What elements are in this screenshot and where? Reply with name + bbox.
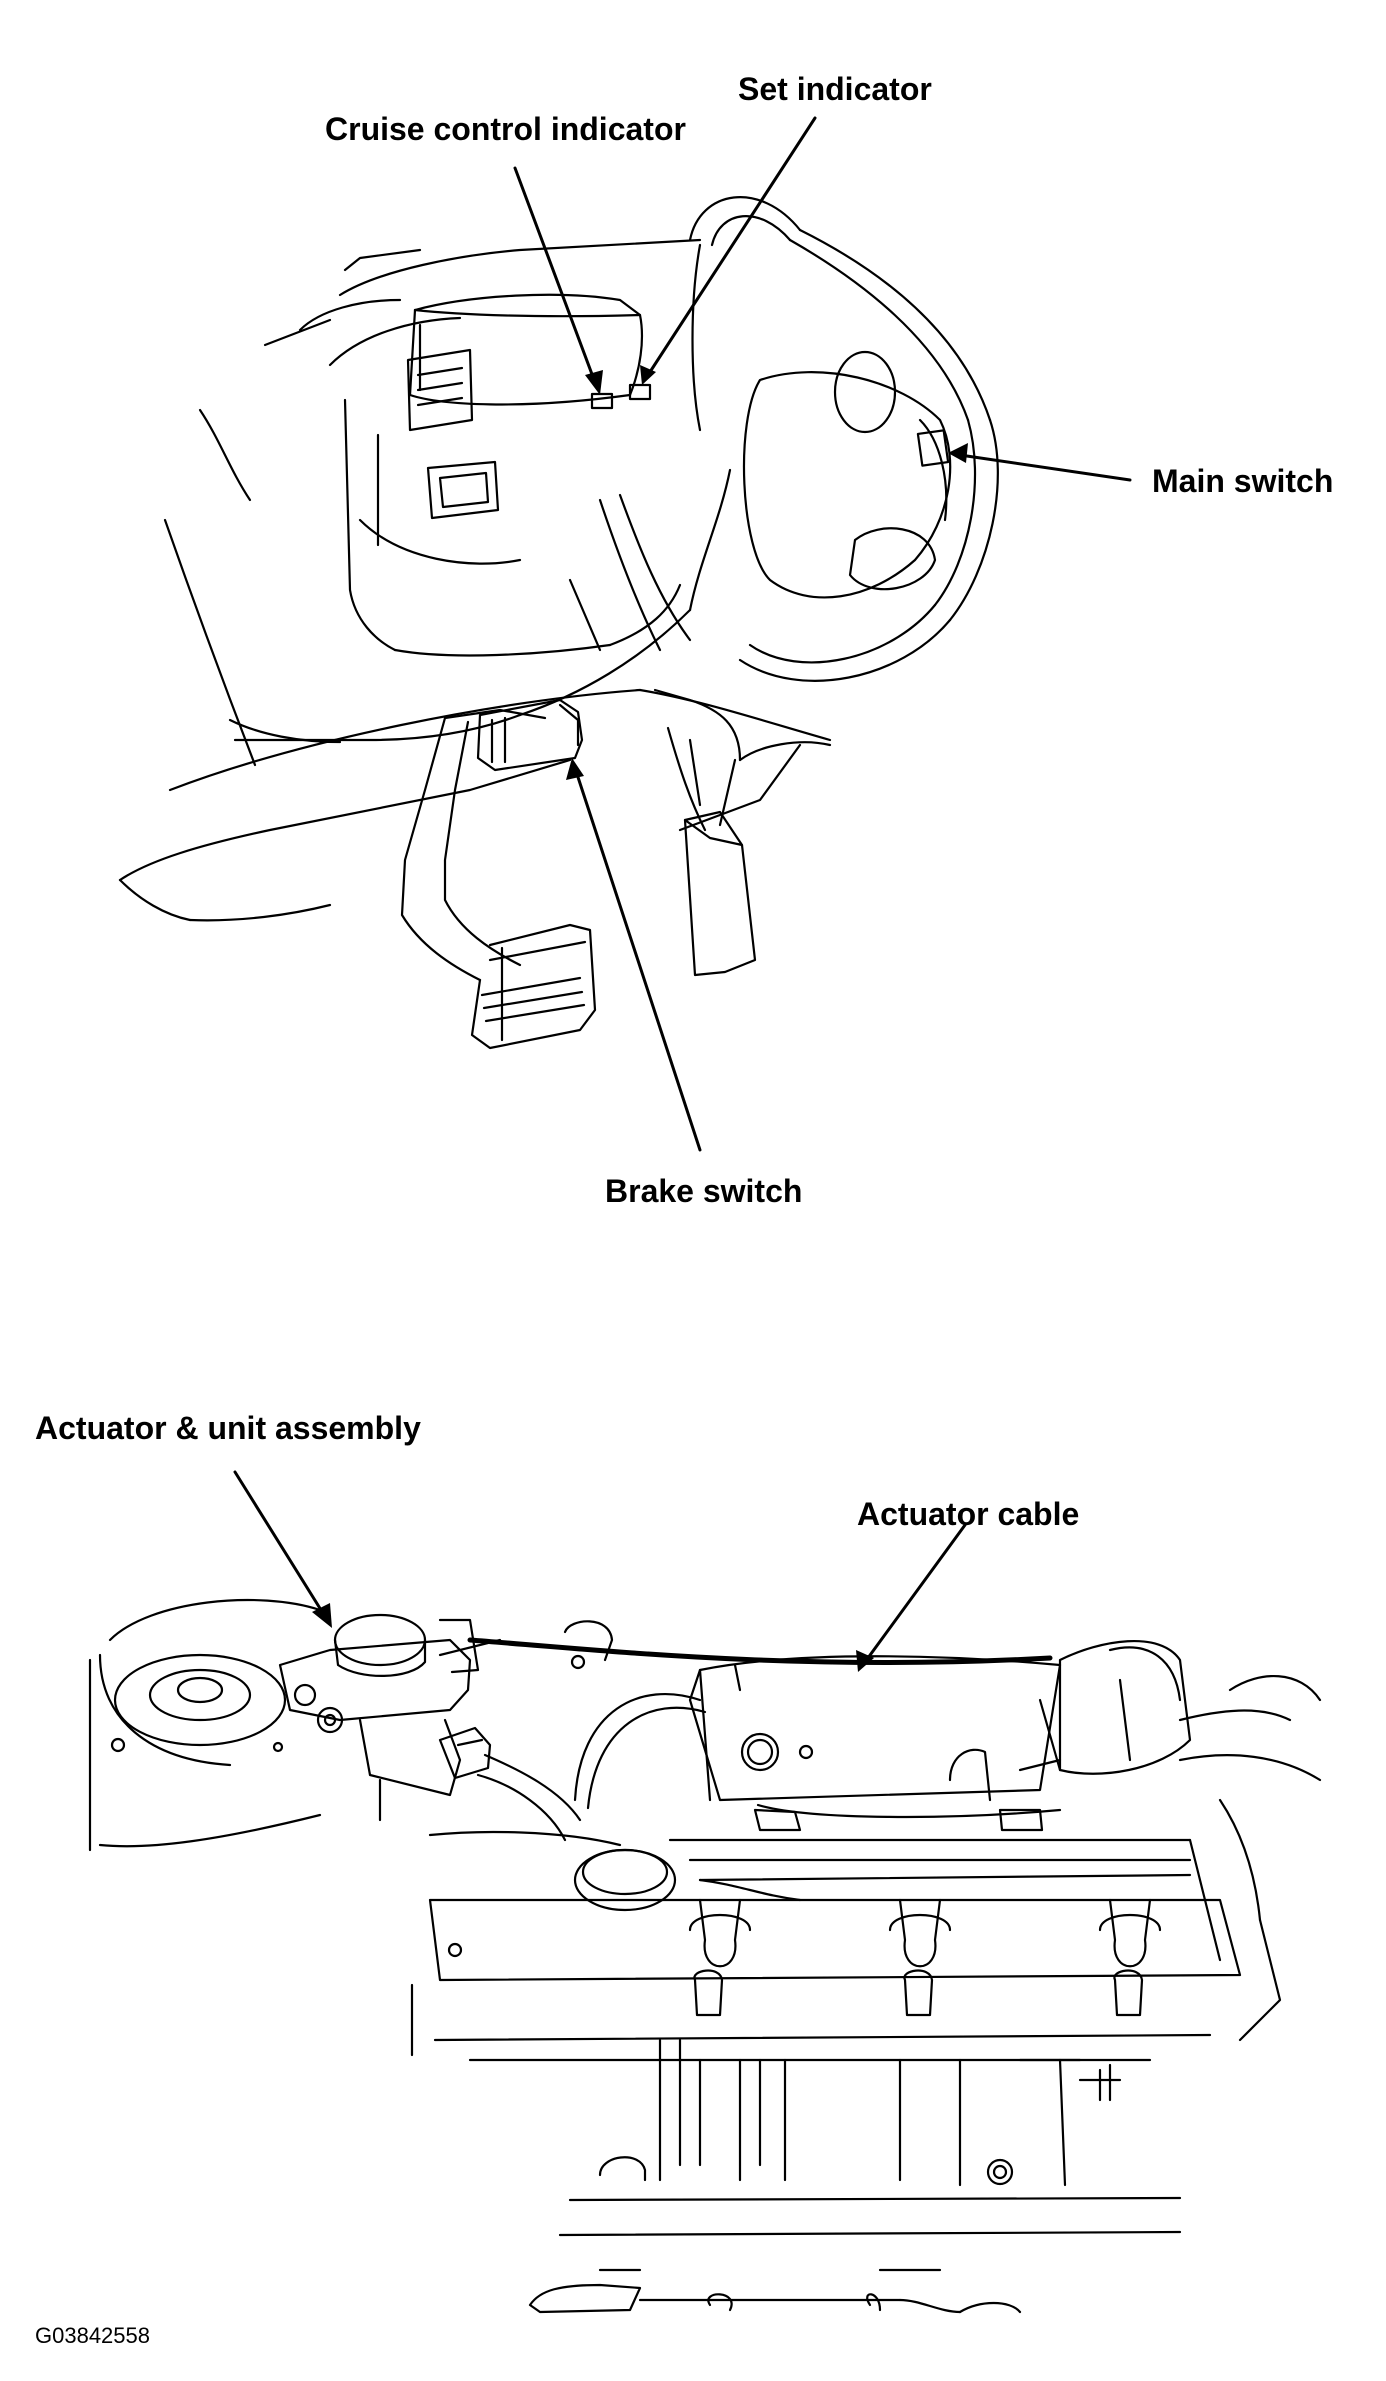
label-set-indicator: Set indicator (738, 71, 932, 107)
leader-set-indicator (646, 116, 817, 377)
arrowhead-actuator-unit-assembly (312, 1603, 332, 1628)
leader-actuator-unit-assembly (233, 1470, 328, 1620)
label-actuator-cable: Actuator cable (857, 1496, 1080, 1532)
leader-lines-bottom (233, 1470, 967, 1664)
steering-wheel (688, 196, 999, 682)
label-actuator-unit-assembly: Actuator & unit assembly (35, 1410, 421, 1446)
leader-lines-top (513, 116, 1132, 1152)
brake-pedal-assembly (400, 708, 597, 1050)
leader-brake-switch (573, 766, 702, 1152)
air-vent (406, 348, 474, 432)
arrowheads-top (566, 365, 968, 780)
engine-block-lower (528, 2038, 1182, 2314)
set-indicator-lamp (628, 383, 652, 401)
arrowhead-cruise-control-indicator (585, 370, 603, 395)
arrowhead-actuator-cable (856, 1650, 874, 1672)
arrowhead-main-switch (948, 443, 968, 463)
strut-tower (88, 1598, 322, 1852)
label-brake-switch: Brake switch (605, 1173, 803, 1209)
dashboard-outline (118, 238, 832, 922)
engine-body (428, 1798, 1282, 2042)
figure-code: G03842558 (35, 2323, 150, 2348)
harness-and-hoses (438, 1620, 707, 1842)
accelerator-pedal (666, 726, 757, 977)
actuator-unit-assembly-part (278, 1613, 492, 1822)
lower-panel (358, 433, 522, 565)
brake-switch (476, 698, 584, 772)
throttle-body (1018, 1640, 1322, 1782)
leader-cruise-control-indicator (513, 166, 598, 387)
leader-main-switch (958, 453, 1132, 482)
valve-cover (688, 1655, 1062, 1832)
arrowhead-brake-switch (566, 758, 584, 780)
arrowhead-set-indicator (640, 365, 656, 385)
label-cruise-control-indicator: Cruise control indicator (325, 111, 686, 147)
leader-actuator-cable (863, 1523, 967, 1664)
label-main-switch: Main switch (1152, 463, 1334, 499)
injectors (693, 1969, 1144, 2017)
steering-column (568, 493, 692, 652)
main-switch-button (916, 429, 950, 467)
cruise-control-indicator-lamp (590, 392, 614, 410)
instrument-cluster (408, 293, 644, 406)
arrowheads-bottom (312, 1603, 874, 1672)
actuator-cable-part (467, 1637, 1053, 1666)
